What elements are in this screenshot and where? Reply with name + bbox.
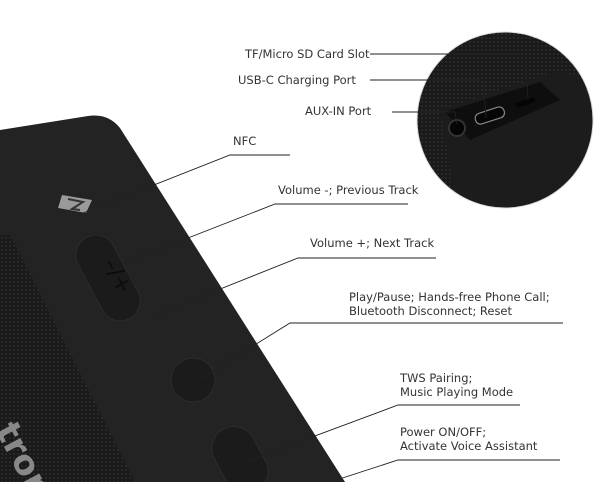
usbc-port	[474, 106, 506, 125]
label-power-line2: Activate Voice Assistant	[400, 439, 538, 453]
label-nfc: NFC	[233, 134, 257, 148]
speaker-body: tron	[0, 115, 345, 482]
label-aux: AUX-IN Port	[305, 104, 372, 118]
play-button	[170, 357, 216, 403]
sd-slot	[515, 97, 535, 108]
label-tws-line1: TWS Pairing;	[400, 371, 473, 385]
aux-port	[448, 119, 466, 137]
label-tws-line2: Music Playing Mode	[400, 385, 514, 399]
label-volume-minus: Volume -; Previous Track	[278, 183, 419, 197]
label-usbc: USB-C Charging Port	[238, 73, 356, 87]
label-tf-slot: TF/Micro SD Card Slot	[245, 47, 370, 61]
leader-lines	[77, 53, 563, 482]
label-power: Power ON/OFF; Activate Voice Assistant	[400, 425, 537, 453]
label-play-line2: Bluetooth Disconnect; Reset	[349, 304, 513, 318]
mode-button	[211, 426, 269, 482]
nfc-icon	[58, 195, 92, 213]
label-power-line1: Power ON/OFF;	[400, 425, 487, 439]
ports-inset	[417, 32, 593, 208]
label-volume-plus: Volume +; Next Track	[310, 236, 435, 250]
label-play-line1: Play/Pause; Hands-free Phone Call;	[349, 290, 550, 304]
label-play: Play/Pause; Hands-free Phone Call; Bluet…	[349, 290, 550, 318]
label-tws: TWS Pairing; Music Playing Mode	[400, 371, 513, 399]
